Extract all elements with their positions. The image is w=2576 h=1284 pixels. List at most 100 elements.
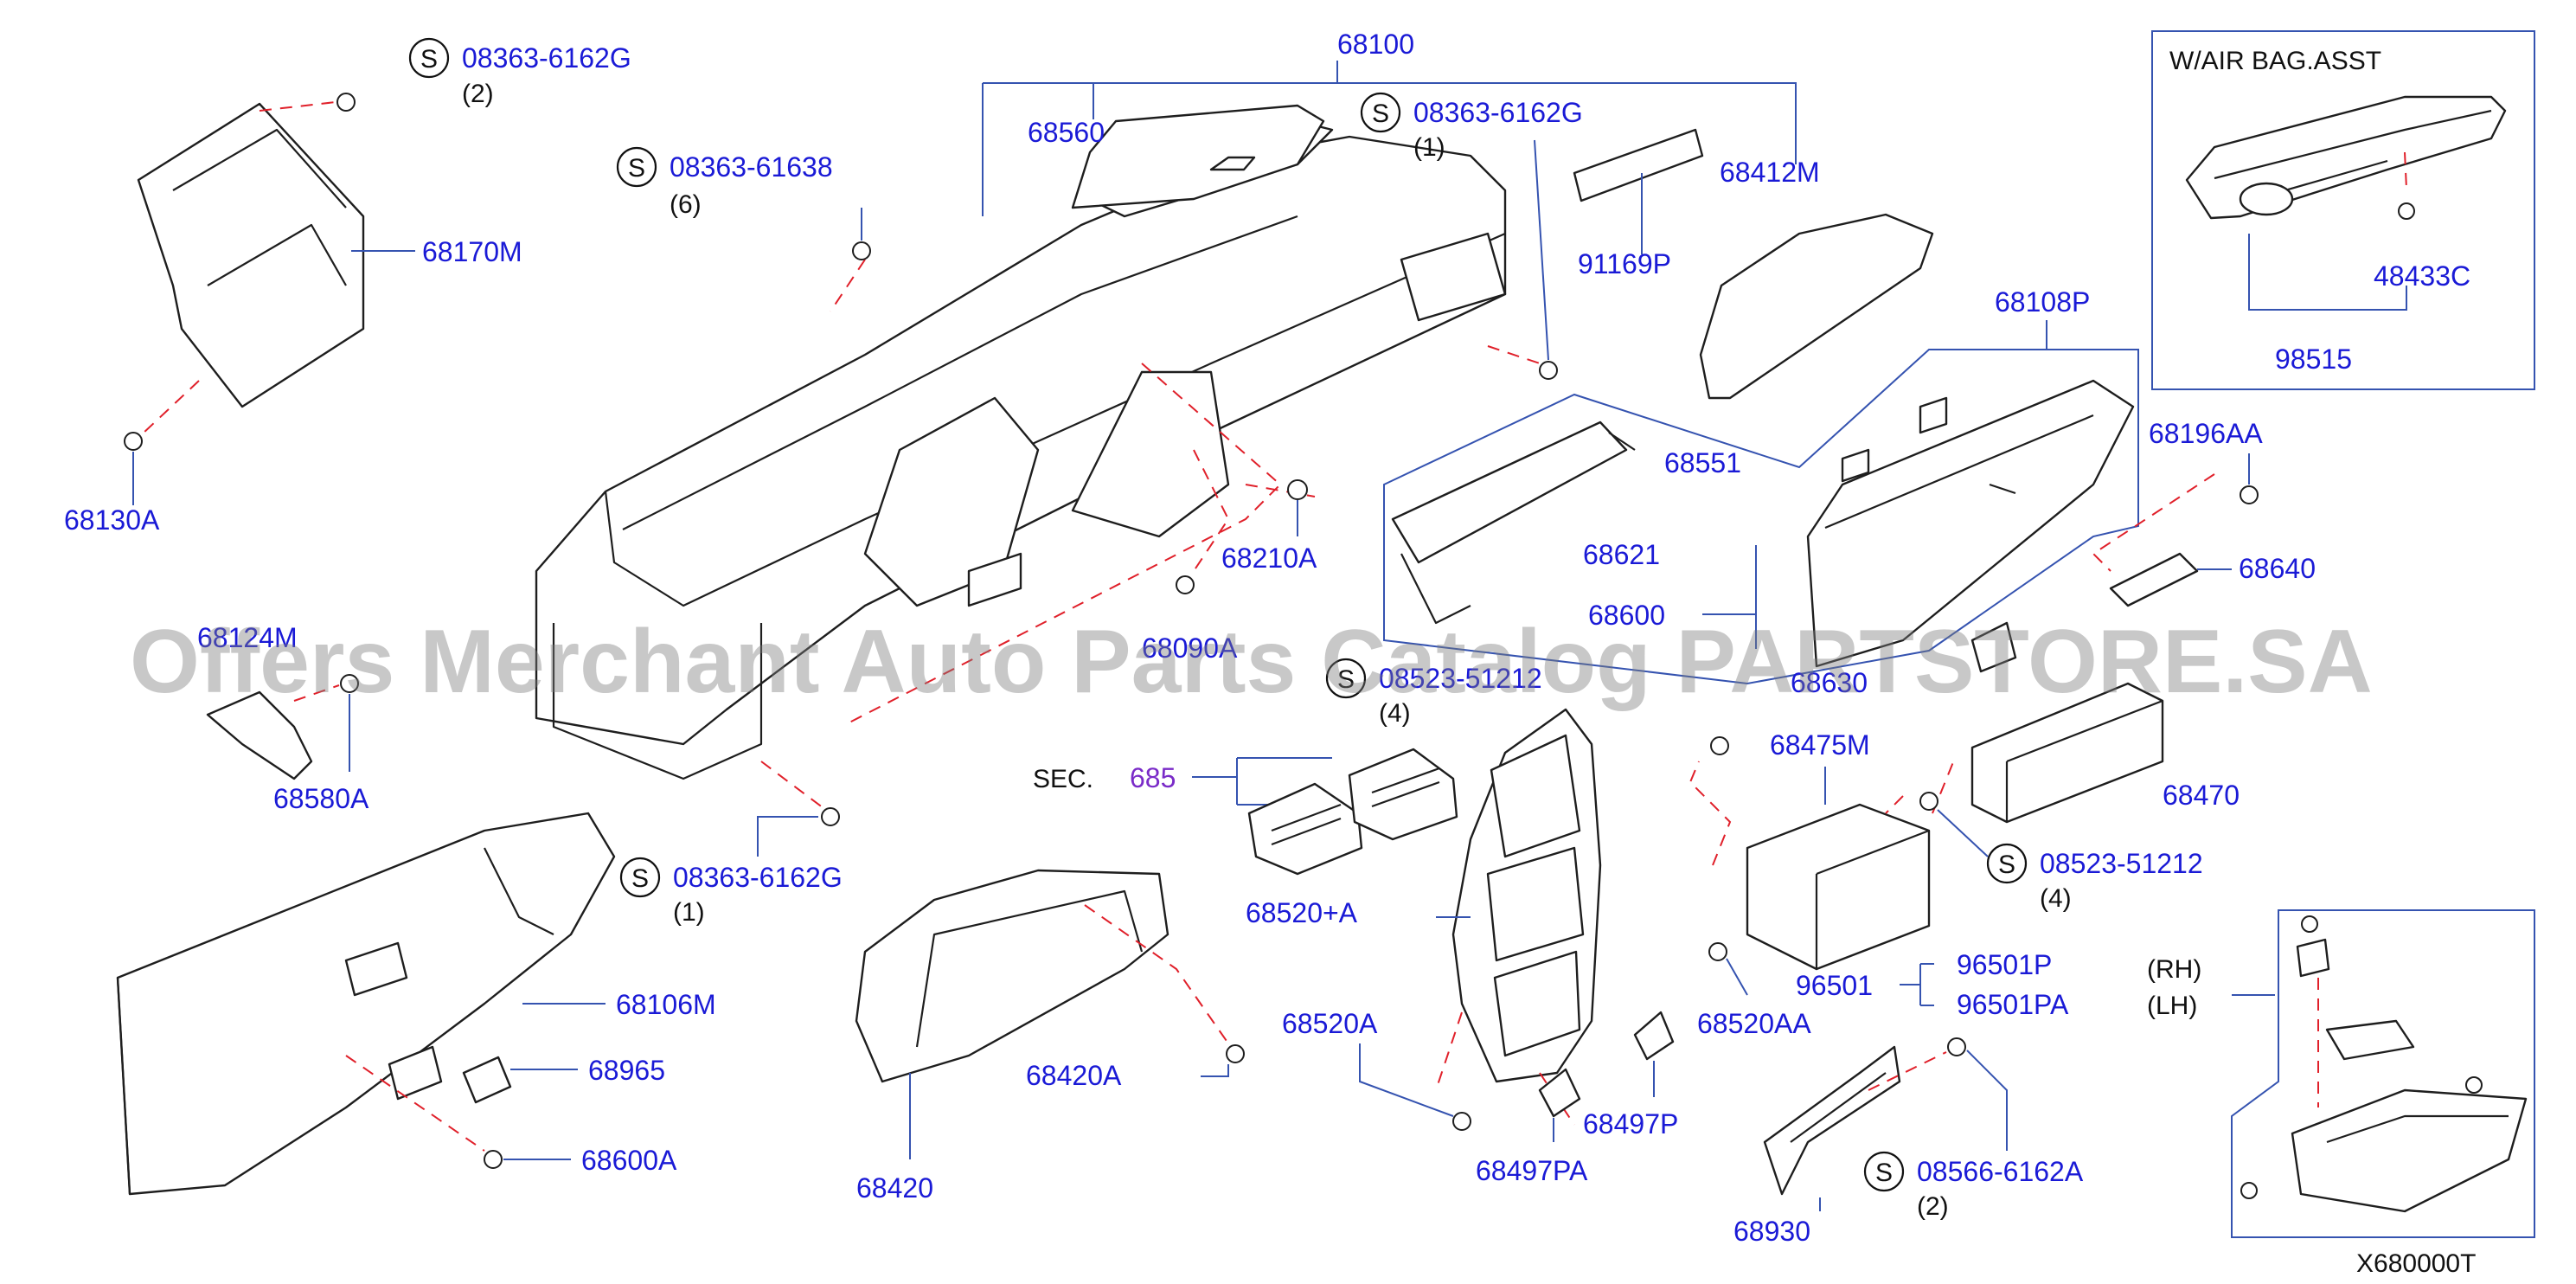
- rh-lh-inset-frame: [2231, 909, 2535, 1238]
- part-label-48433c[interactable]: 48433C: [2374, 260, 2470, 292]
- lower-dash-group: 68106M 68965 68600A: [116, 812, 716, 1196]
- part-68621-detail: [1400, 432, 1636, 625]
- lh-label: (LH): [2147, 992, 2197, 1020]
- screw-callout-part[interactable]: 08523-51212: [1379, 663, 1542, 694]
- screw-callout-61638: S 08363-61638 (6): [616, 146, 871, 260]
- sec-prefix: SEC.: [1033, 765, 1093, 793]
- part-68930-fastener-path: [1868, 1051, 1947, 1091]
- part-label-96501pa[interactable]: 96501PA: [1957, 989, 2069, 1020]
- part-label-68600a[interactable]: 68600A: [581, 1145, 677, 1176]
- part-68475m-shape: [1746, 803, 1931, 971]
- part-label-68420[interactable]: 68420: [856, 1172, 933, 1204]
- screw-icon: [336, 93, 356, 112]
- rh-lh-bracket-shape: [2325, 1019, 2415, 1061]
- part-label-91169p[interactable]: 91169P: [1578, 248, 1671, 279]
- screw-icon: [2301, 915, 2318, 933]
- part-label-68475m[interactable]: 68475M: [1770, 729, 1870, 761]
- part-label-68130a[interactable]: 68130A: [64, 504, 160, 536]
- s-symbol-icon: [1325, 658, 1367, 699]
- sec-number-link[interactable]: 685: [1130, 762, 1176, 793]
- part-68520a-leader: [1359, 1043, 1454, 1117]
- part-label-68520-a[interactable]: 68520+A: [1246, 897, 1358, 928]
- screw-callout-part[interactable]: 08363-61638: [670, 151, 833, 183]
- part-label-68560[interactable]: 68560: [1028, 117, 1105, 148]
- screw-icon: [2465, 1076, 2483, 1094]
- part-label-68640[interactable]: 68640: [2239, 553, 2316, 584]
- screw-callout-part[interactable]: 08523-51212: [2040, 848, 2203, 879]
- glovebox-lid-shape: [1806, 379, 2135, 668]
- screw-icon: [1947, 1037, 1966, 1056]
- airbag-inset-title: W/AIR BAG.ASST: [2169, 47, 2381, 75]
- part-label-68106m[interactable]: 68106M: [616, 989, 716, 1020]
- dash-panel-upper-edge: [604, 232, 1506, 607]
- dash-side-vent: [1400, 232, 1507, 322]
- screw-callout-part[interactable]: 08363-6162G: [673, 862, 843, 893]
- s-symbol-icon: [1986, 843, 2028, 884]
- vents-group: SEC. 685 68520+A: [1033, 748, 1458, 928]
- part-label-68196aa[interactable]: 68196AA: [2149, 418, 2263, 449]
- rh-lh-tray-detail: [2326, 1114, 2509, 1144]
- part-68210a-group: 68210A 68090A: [1142, 479, 1317, 664]
- part-label-68580a[interactable]: 68580A: [273, 783, 369, 814]
- rh-lh-clip-shape: [2296, 938, 2330, 978]
- center-stack-group: 68475M 68470 S 08523-51212 (4): [1435, 682, 2240, 1126]
- dash-fastener-path-a: [847, 363, 1282, 724]
- s-symbol-text: S: [628, 154, 645, 183]
- dash-left-end: [552, 623, 763, 780]
- diagram-code: X680000T: [2356, 1249, 2476, 1278]
- screw-icon: [484, 1150, 503, 1169]
- part-68124m-shape: [206, 690, 313, 780]
- part-label-68930[interactable]: 68930: [1733, 1216, 1810, 1247]
- hood-vent-slot: [1209, 156, 1256, 171]
- lower-dash-shape: [116, 812, 616, 1196]
- part-68497-group: 68520A 68497PA 68497P: [1282, 1008, 1678, 1186]
- s-symbol-text: S: [1337, 665, 1355, 694]
- part-label-96501p[interactable]: 96501P: [1957, 949, 2052, 980]
- part-label-68210a[interactable]: 68210A: [1221, 542, 1317, 574]
- screw-icon: [821, 807, 840, 826]
- screw-callout-part[interactable]: 08363-6162G: [462, 42, 631, 74]
- part-label-68412m[interactable]: 68412M: [1720, 157, 1820, 188]
- part-68621-shape: [1391, 421, 1628, 564]
- part-label-68520a[interactable]: 68520A: [1282, 1008, 1378, 1039]
- bracket-fastener-path-top: [259, 101, 336, 112]
- part-label-68621[interactable]: 68621: [1583, 539, 1660, 570]
- part-label-68551[interactable]: 68551: [1664, 447, 1741, 478]
- part-label-68600[interactable]: 68600: [1588, 600, 1665, 631]
- part-label-68497pa[interactable]: 68497PA: [1476, 1155, 1588, 1186]
- part-label-68420a[interactable]: 68420A: [1026, 1060, 1122, 1091]
- part-label-68124m[interactable]: 68124M: [197, 622, 298, 653]
- part-label-98515[interactable]: 98515: [2275, 343, 2352, 375]
- glovebox-group: 68108P 68551 68621 68600 68630: [1383, 286, 2139, 698]
- part-68470-detail: [2005, 699, 2163, 822]
- part-68475m-fastener-path: [1688, 761, 1732, 866]
- dash-fastener-path-c: [830, 259, 866, 312]
- screw-callout-qty: (4): [1379, 699, 1411, 728]
- part-label-68497p[interactable]: 68497P: [1583, 1108, 1678, 1140]
- part-label-96501[interactable]: 96501: [1796, 970, 1873, 1001]
- part-label-68170m[interactable]: 68170M: [422, 236, 522, 267]
- part-label-68520aa[interactable]: 68520AA: [1697, 1008, 1811, 1039]
- screw-callout-part[interactable]: 08566-6162A: [1917, 1156, 2084, 1187]
- part-label-68630[interactable]: 68630: [1791, 667, 1868, 698]
- part-label-68100[interactable]: 68100: [1337, 29, 1414, 60]
- part-label-68965[interactable]: 68965: [588, 1055, 665, 1086]
- part-68640-fastener-path: [2092, 473, 2215, 572]
- bracket-fastener-path-bottom: [141, 380, 200, 435]
- part-68470-shape: [1970, 682, 2164, 824]
- s-symbol-text: S: [631, 864, 649, 893]
- part-68520aa-leader: [1726, 958, 1748, 996]
- part-label-68470[interactable]: 68470: [2163, 780, 2240, 811]
- meter-hood-fastener-path: [1084, 904, 1229, 1044]
- part-68965-shape: [462, 1056, 512, 1104]
- meter-hood-group: 68420A 68420: [855, 869, 1245, 1204]
- airbag-vent-shape: [2239, 182, 2294, 216]
- part-label-68108p[interactable]: 68108P: [1995, 286, 2090, 318]
- part-68475m-detail: [1815, 829, 1930, 969]
- screw-callout-qty: (6): [670, 190, 702, 219]
- bracket-68170m-detail: [172, 128, 347, 286]
- screw-callout-part[interactable]: 08363-6162G: [1413, 97, 1583, 128]
- screw-6162g-top-leader: [1534, 139, 1549, 361]
- sec-leader: [1192, 757, 1332, 806]
- part-label-68090a[interactable]: 68090A: [1142, 632, 1238, 664]
